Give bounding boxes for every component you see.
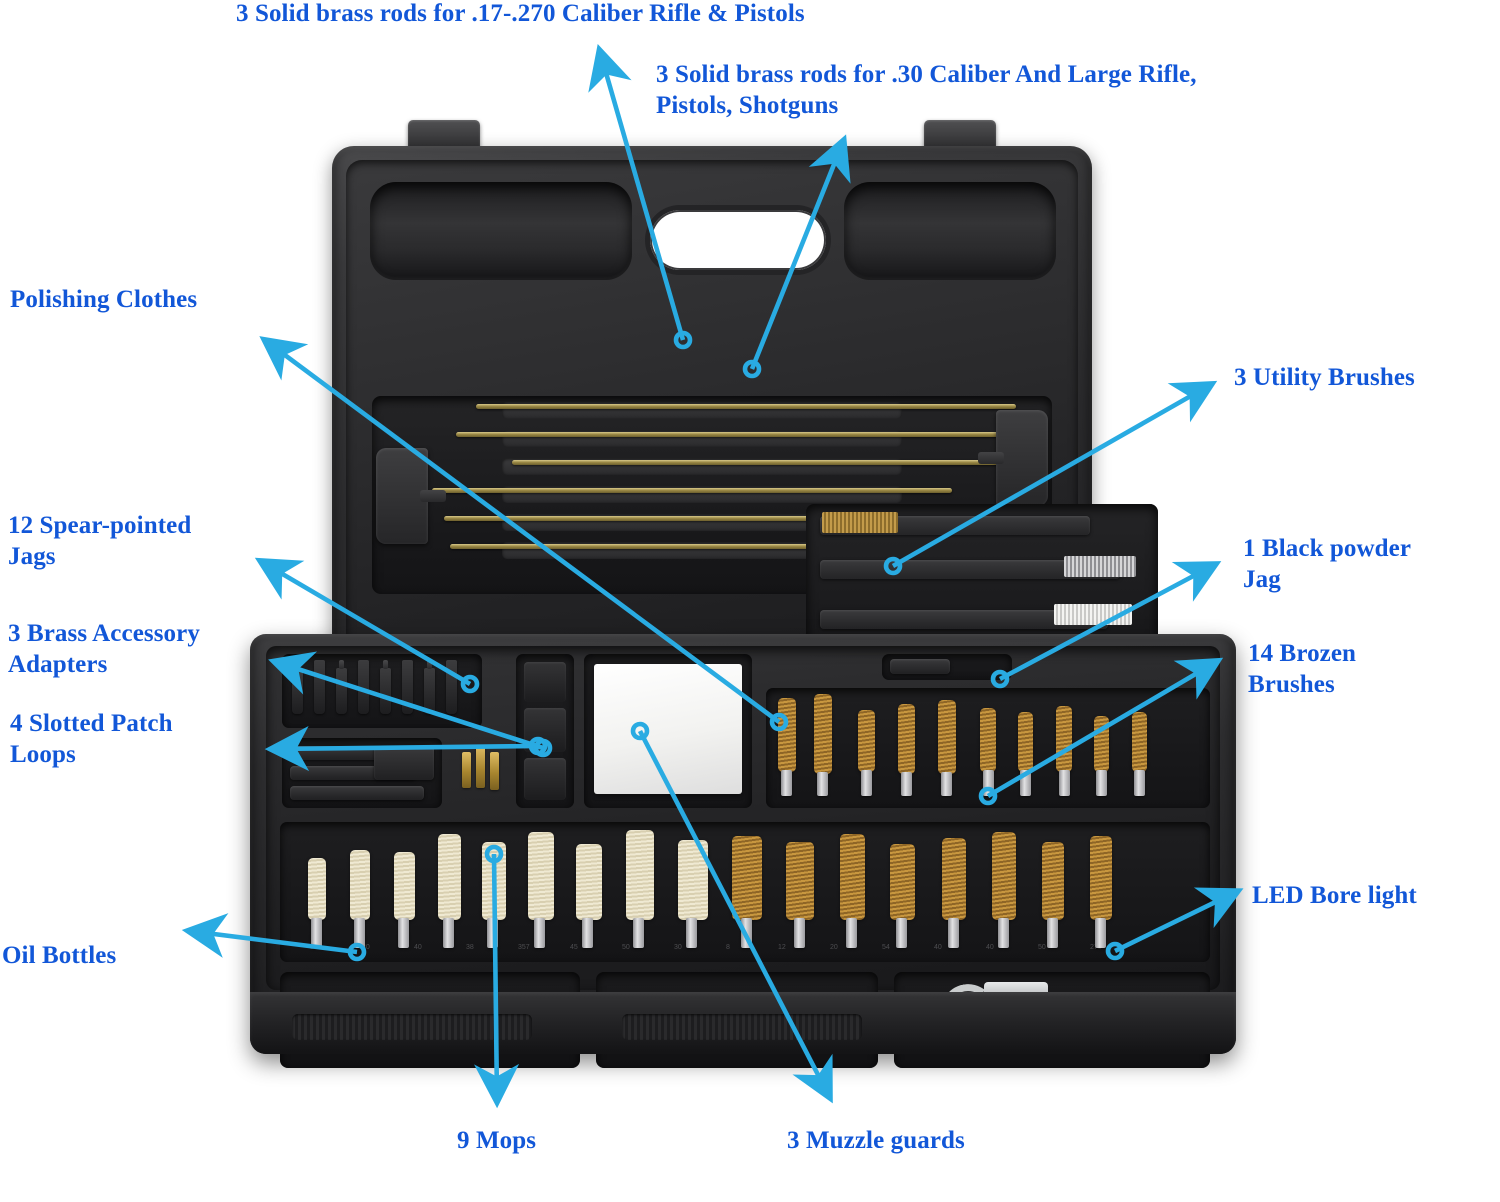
brass-rod <box>432 488 952 493</box>
gun-cleaning-kit-photo: 173040383574550308122054404050270 <box>232 118 1252 1068</box>
mop <box>576 844 602 920</box>
t-handle-left <box>376 448 446 544</box>
jag <box>336 668 347 714</box>
lid-well-left <box>370 182 632 280</box>
callout-label-led-bore-light: LED Bore light <box>1252 882 1417 909</box>
callout-label-spear-pointed-jags: 12 Spear-pointed Jags <box>8 512 192 570</box>
caliber-mark: 12 <box>778 944 786 951</box>
callout-label-mops: 9 Mops <box>457 1127 537 1154</box>
brass-rod <box>456 432 1016 437</box>
t-handle-right <box>978 410 1048 506</box>
bronze-brush <box>1018 712 1033 772</box>
brass-adapter <box>462 752 471 788</box>
muzzle-guard <box>524 662 566 702</box>
caliber-mark: 40 <box>934 944 942 951</box>
bronze-brush <box>1132 712 1147 772</box>
bronze-brush <box>1042 842 1064 920</box>
mop <box>350 850 370 920</box>
callout-label-muzzle-guards: 3 Muzzle guards <box>787 1127 965 1154</box>
case-lid <box>332 146 1158 666</box>
slotted-patch-loop <box>290 786 424 800</box>
brass-adapter <box>490 752 499 790</box>
case-base: 173040383574550308122054404050270 <box>250 634 1236 1068</box>
callout-label-brozen-brushes: 14 Brozen Brushes <box>1248 640 1357 698</box>
jag <box>314 660 325 714</box>
bronze-brush <box>898 704 915 774</box>
caliber-mark: 8 <box>726 944 730 951</box>
callout-label-slotted-patch-loops: 4 Slotted Patch Loops <box>10 710 173 768</box>
caliber-mark: 30 <box>674 944 682 951</box>
muzzle-guard <box>524 708 566 752</box>
bronze-brush <box>778 698 796 772</box>
caliber-mark: 45 <box>570 944 578 951</box>
utility-brush-brass-bristles <box>822 512 898 533</box>
bronze-brush <box>732 836 762 920</box>
bronze-brush <box>1056 706 1072 772</box>
base-grip-right <box>622 1014 862 1040</box>
utility-brush-nylon-bristles <box>1054 604 1132 625</box>
carry-handle-cutout <box>650 210 826 270</box>
mop <box>308 858 326 920</box>
mop <box>528 832 554 920</box>
caliber-mark: 38 <box>466 944 474 951</box>
case-base-tray: 173040383574550308122054404050270 <box>266 646 1220 1068</box>
brass-rod <box>476 404 1016 409</box>
mop <box>482 842 506 920</box>
bronze-brush <box>1090 836 1112 920</box>
black-powder-jag <box>890 659 950 674</box>
callout-label-black-powder-jag: 1 Black powder Jag <box>1243 535 1412 593</box>
lid-well-right <box>844 182 1056 280</box>
jag <box>402 660 413 714</box>
callout-label-brass-rods-large: 3 Solid brass rods for .30 Caliber And L… <box>656 61 1197 119</box>
callout-label-utility-brushes: 3 Utility Brushes <box>1234 364 1415 391</box>
bronze-brush <box>786 842 814 920</box>
mop <box>678 840 708 920</box>
bronze-brush <box>992 832 1016 920</box>
bronze-brush <box>858 710 875 772</box>
caliber-mark: 50 <box>622 944 630 951</box>
slotted-patch-loop <box>374 746 434 780</box>
caliber-mark: 40 <box>414 944 422 951</box>
bronze-brush <box>938 700 956 774</box>
caliber-mark: 50 <box>1038 944 1046 951</box>
callout-label-brass-rods-small: 3 Solid brass rods for .17-.270 Caliber … <box>236 0 805 27</box>
bronze-brush <box>1094 716 1109 772</box>
jag <box>292 668 303 714</box>
callout-label-oil-bottles: Oil Bottles <box>2 942 117 969</box>
polishing-cloth <box>594 664 742 794</box>
brass-rod <box>512 460 1020 465</box>
mop <box>394 852 415 920</box>
bronze-brush <box>890 844 915 920</box>
jag <box>446 660 457 714</box>
mop <box>626 830 654 920</box>
callout-label-polishing-clothes: Polishing Clothes <box>10 286 198 313</box>
utility-brush-steel-bristles <box>1064 556 1136 577</box>
jag <box>358 660 369 714</box>
bronze-brush <box>942 838 966 920</box>
brass-adapter <box>476 746 485 788</box>
caliber-mark: 20 <box>830 944 838 951</box>
callout-label-brass-adapters: 3 Brass Accessory Adapters <box>8 620 200 678</box>
muzzle-guard <box>524 758 566 800</box>
caliber-mark: 54 <box>882 944 890 951</box>
caliber-mark: 40 <box>986 944 994 951</box>
bronze-brush <box>980 708 996 772</box>
caliber-mark: 357 <box>518 944 530 951</box>
jag <box>380 668 391 714</box>
bronze-brush <box>814 694 832 774</box>
bronze-brush <box>840 834 865 920</box>
base-grip-left <box>292 1014 532 1040</box>
mop <box>438 834 461 920</box>
jag <box>424 668 435 714</box>
